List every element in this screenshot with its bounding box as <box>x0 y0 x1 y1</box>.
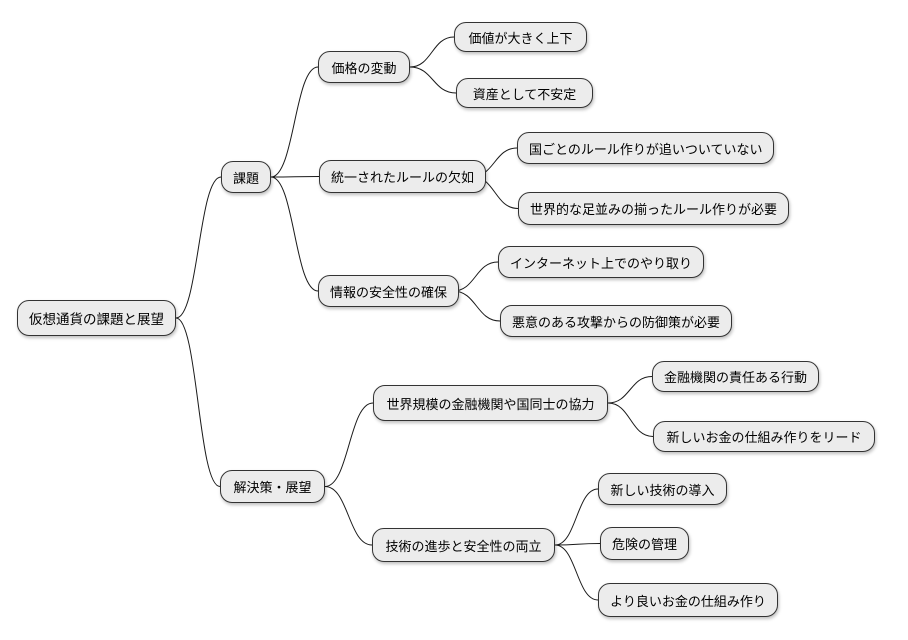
edge-solutions-to-global-cooperation <box>324 402 374 487</box>
edge-tech-to-new-technology <box>554 488 599 546</box>
edge-security-to-internet <box>452 261 499 292</box>
node-country-rules-lagging: 国ごとのルール作りが追いついていない <box>517 132 775 164</box>
node-risk-management: 危険の管理 <box>600 527 690 560</box>
node-price-volatility: 価格の変動 <box>318 51 410 83</box>
edge-challenges-to-price-volatility <box>270 66 319 178</box>
node-root: 仮想通貨の課題と展望 <box>17 300 176 336</box>
node-defense-against-attacks: 悪意のある攻撃からの防御策が必要 <box>500 305 733 337</box>
edge-tech-to-risk-management <box>554 543 601 546</box>
node-information-security: 情報の安全性の確保 <box>318 275 460 307</box>
node-challenges: 課題 <box>221 161 272 193</box>
node-new-technology-adoption: 新しい技術の導入 <box>598 473 727 505</box>
node-value-fluctuates: 価値が大きく上下 <box>454 22 587 52</box>
node-unstable-asset: 資産として不安定 <box>456 78 593 108</box>
node-better-money-system: より良いお金の仕組み作り <box>598 583 778 617</box>
edge-challenges-to-information-security <box>270 176 319 292</box>
edge-root-to-solutions <box>175 317 221 487</box>
node-solutions-outlook: 解決策・展望 <box>220 470 325 503</box>
edge-security-to-attacks <box>452 290 501 322</box>
edge-tech-to-better-money-system <box>554 544 599 601</box>
edge-solutions-to-tech-safety <box>324 486 373 546</box>
node-responsible-financial-institutions: 金融機関の責任ある行動 <box>652 361 820 392</box>
edge-cooperation-to-lead-new-money <box>607 402 654 437</box>
node-lead-new-money-system: 新しいお金の仕組み作りをリード <box>653 421 875 452</box>
edge-root-to-challenges <box>175 176 222 319</box>
edge-challenges-to-lack-of-rules <box>270 176 320 178</box>
node-internet-transactions: インターネット上でのやり取り <box>498 246 705 278</box>
edge-price-to-unstable-asset <box>409 66 457 94</box>
node-lack-of-unified-rules: 統一されたルールの欠如 <box>319 160 487 193</box>
node-global-coordinated-rules-needed: 世界的な足並みの揃ったルール作りが必要 <box>518 192 790 225</box>
node-tech-progress-and-safety: 技術の進歩と安全性の両立 <box>372 528 555 562</box>
edge-cooperation-to-responsible-action <box>607 376 653 404</box>
node-global-cooperation: 世界規模の金融機関や国同士の協力 <box>373 385 608 421</box>
edge-price-to-value-fluctuates <box>409 36 455 68</box>
